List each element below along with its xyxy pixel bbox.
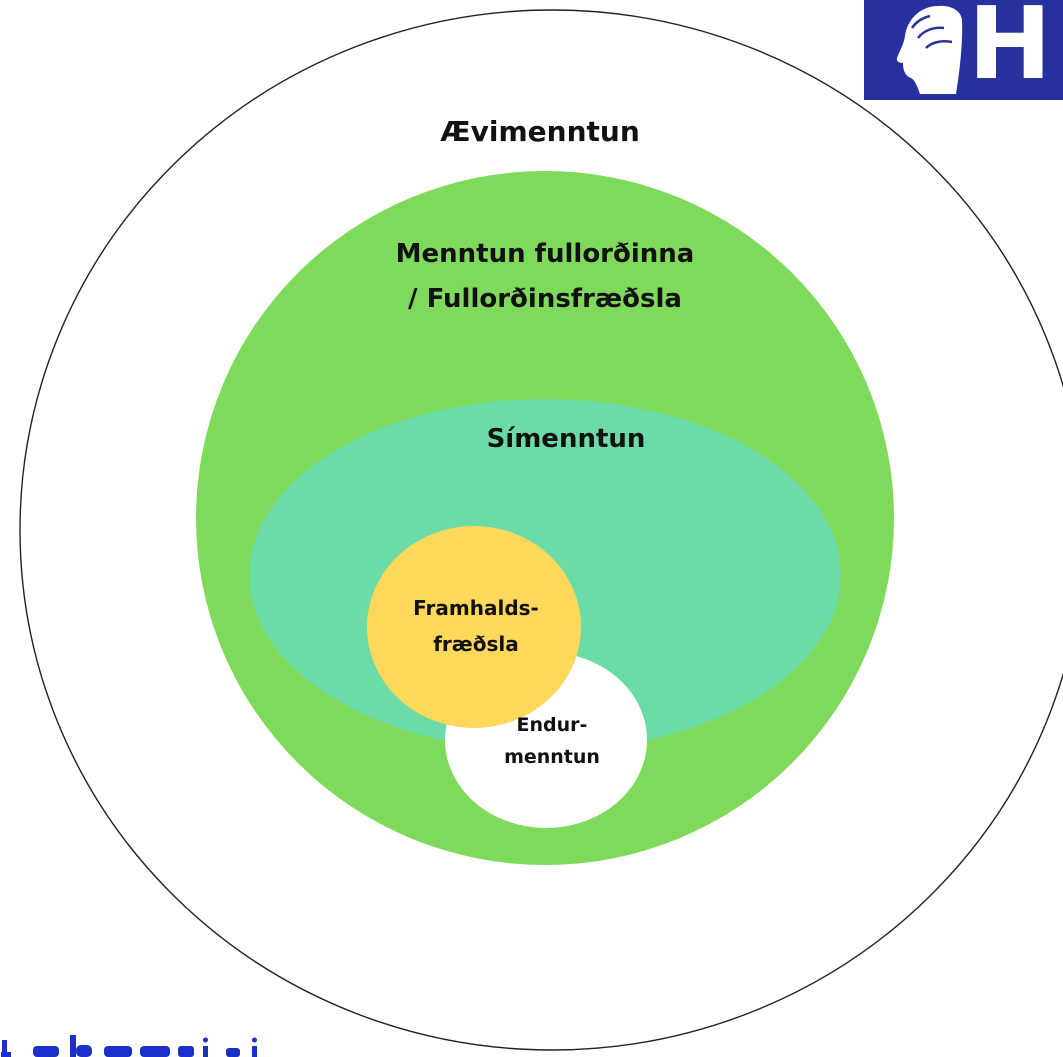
bottom-text-fragment bbox=[1, 1035, 257, 1057]
profile-head-icon bbox=[896, 5, 963, 95]
retraining-label-line1: Endur- bbox=[517, 714, 588, 736]
further-education-circle bbox=[367, 526, 581, 728]
continuing-education-label: Símenntun bbox=[487, 424, 646, 454]
adult-education-label-line2: / Fullorðinsfræðsla bbox=[408, 284, 682, 314]
university-logo: H bbox=[864, 0, 1063, 102]
logo-letter: H bbox=[968, 0, 1052, 102]
lifelong-learning-label: Ævimenntun bbox=[440, 115, 640, 148]
further-education-label-line1: Framhalds- bbox=[413, 596, 539, 620]
further-education-label-line2: fræðsla bbox=[433, 632, 519, 656]
retraining-label-line2: menntun bbox=[504, 746, 600, 768]
adult-education-label-line1: Menntun fullorðinna bbox=[396, 239, 695, 269]
